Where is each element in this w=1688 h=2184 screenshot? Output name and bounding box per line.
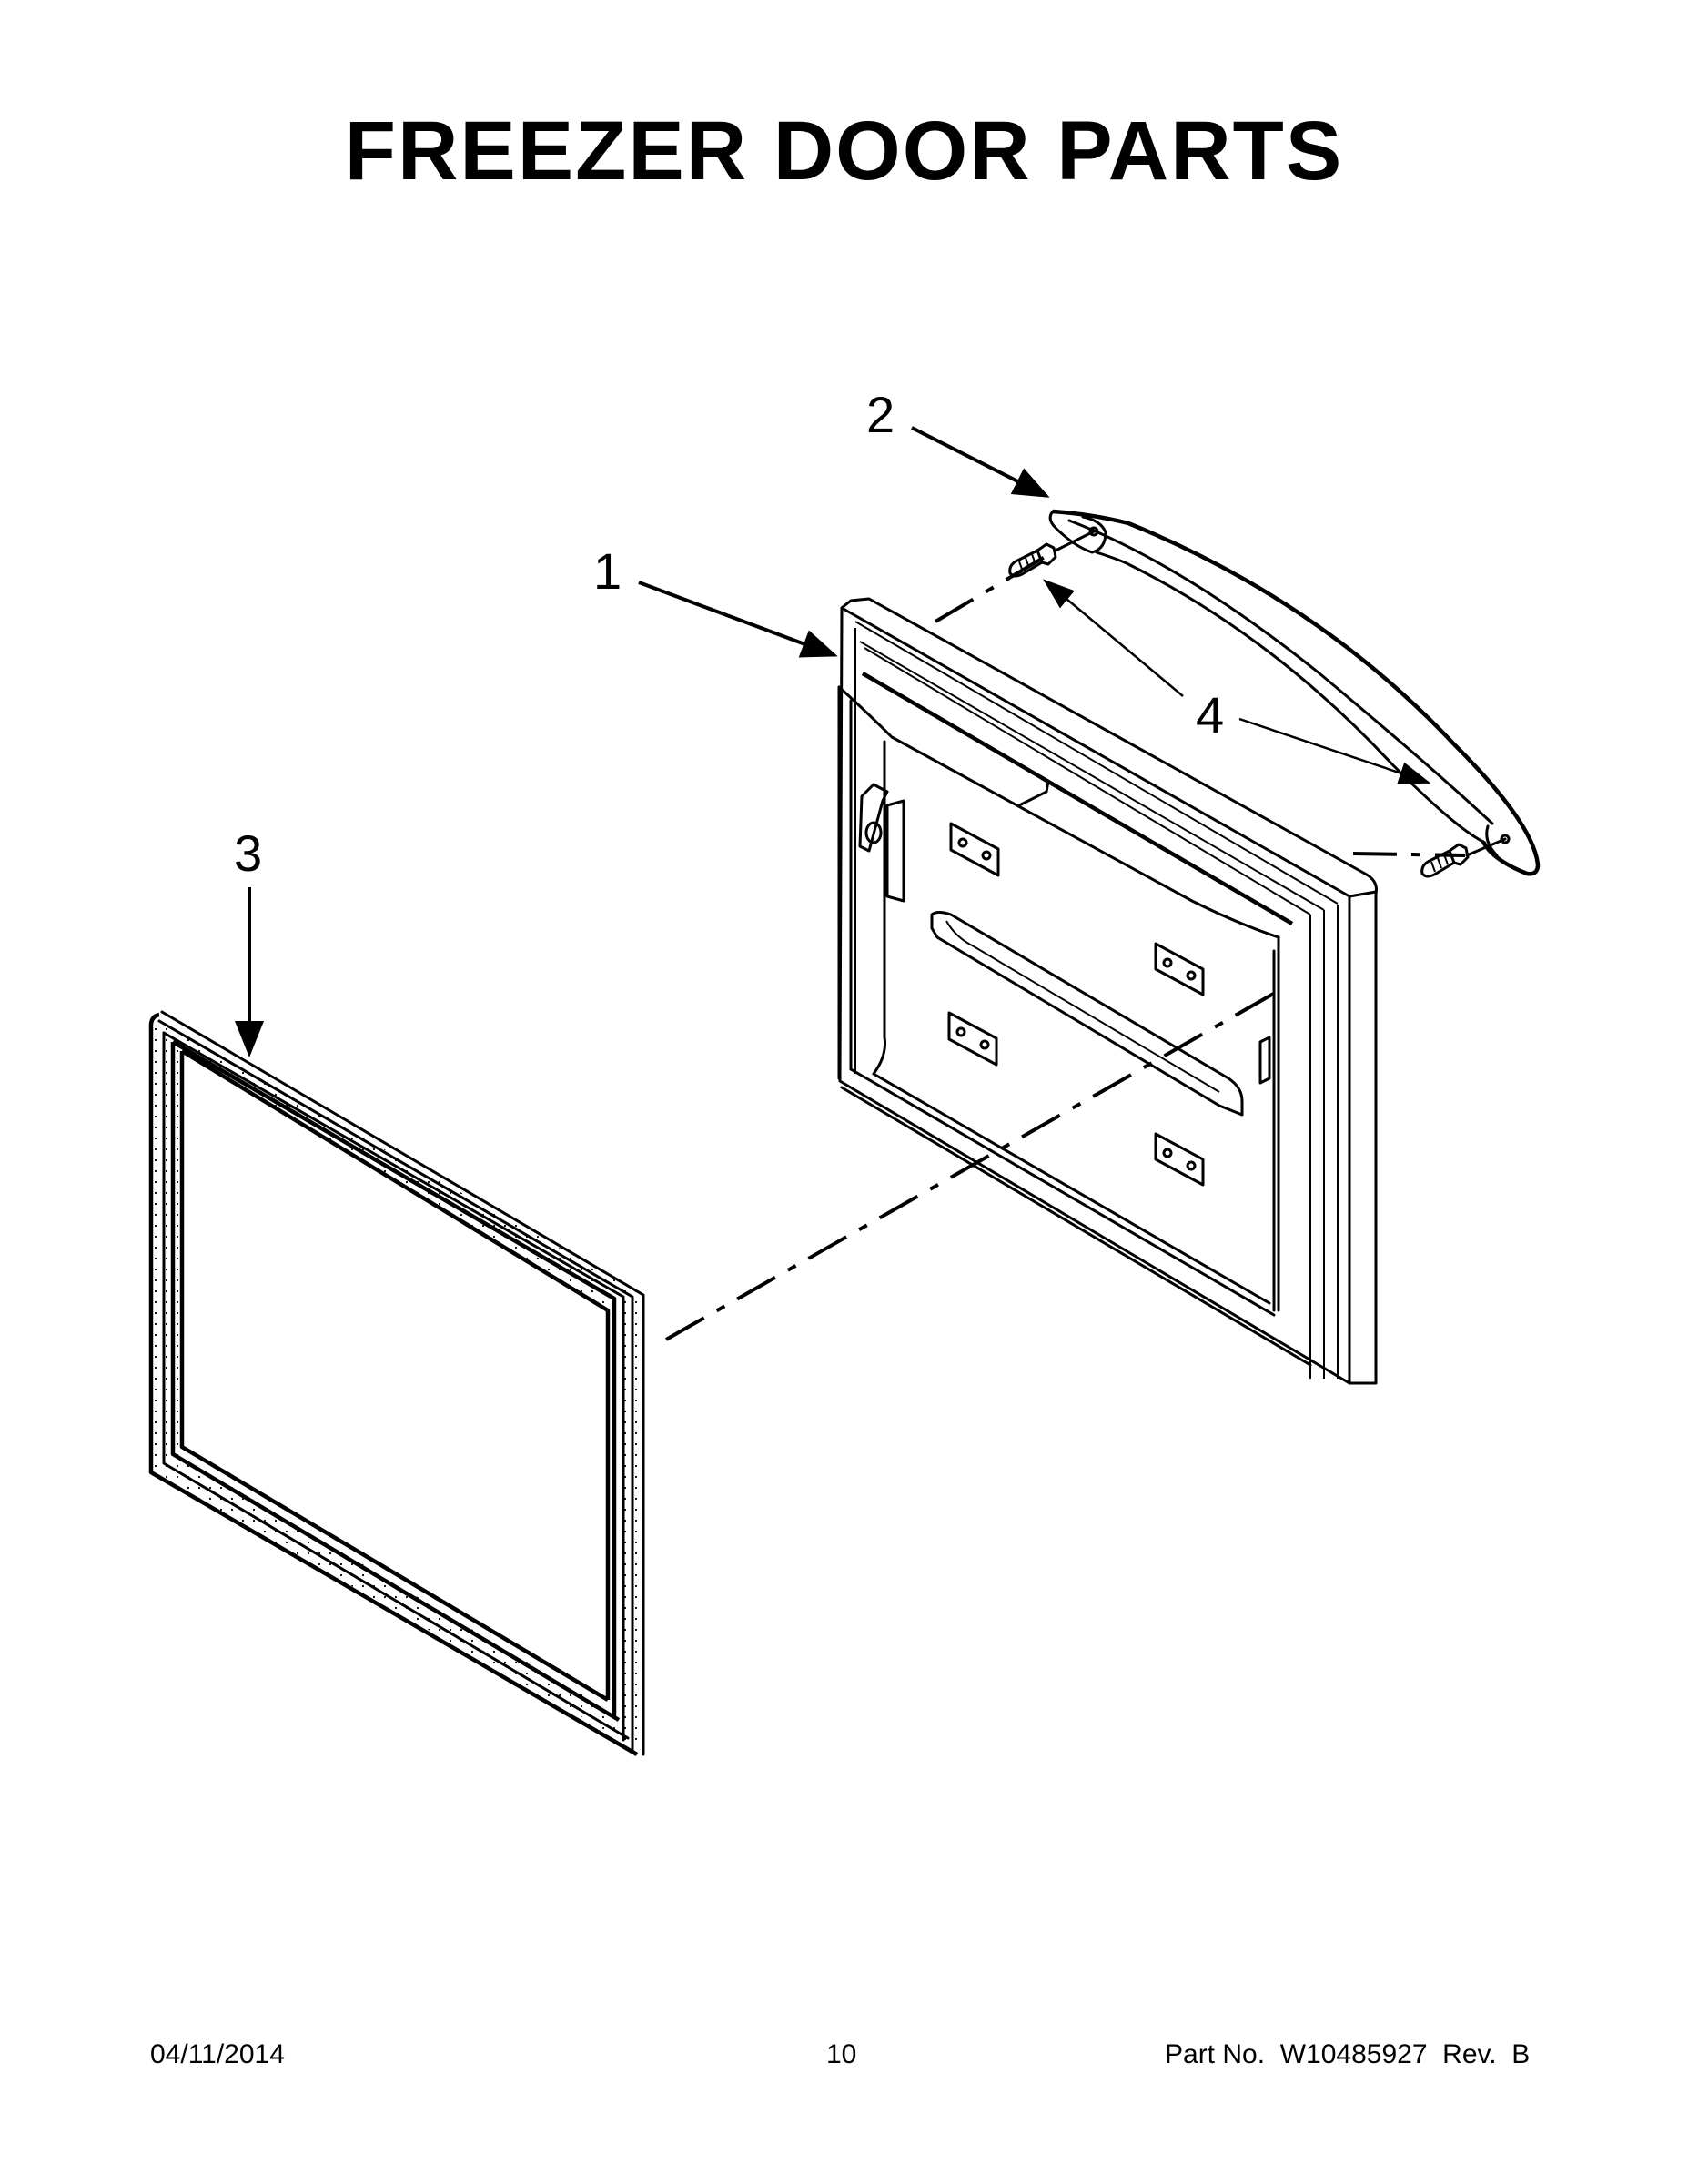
callout-label-3: 3 [234,824,263,882]
footer-page-number: 10 [826,2039,857,2069]
callout-arrow-4b [1238,717,1431,784]
screw-illustration [1420,843,1470,878]
footer-part-number: Part No. W10485927 Rev. B [1165,2039,1531,2069]
callout-label-1: 1 [593,542,622,600]
callout-arrow-1 [638,581,838,658]
screw-illustration [1008,542,1057,578]
freezer-door-illustration [837,597,1378,1385]
callout-arrow-2 [911,426,1050,498]
callout-label-2: 2 [866,386,895,443]
bracket [1154,942,1205,996]
footer-date: 04/11/2014 [150,2039,285,2069]
alignment-line [934,549,1057,623]
door-handle-illustration [1048,509,1541,876]
callout-arrow-4a [1043,579,1184,697]
alignment-line [665,986,1284,1341]
callout-label-4: 4 [1196,686,1225,743]
bracket [1154,1132,1205,1187]
page-title: FREEZER DOOR PARTS [344,105,1344,197]
bracket [949,822,1000,877]
bracket [947,1011,998,1067]
door-gasket-illustration [148,1010,645,1756]
alignment-line [1352,852,1466,857]
